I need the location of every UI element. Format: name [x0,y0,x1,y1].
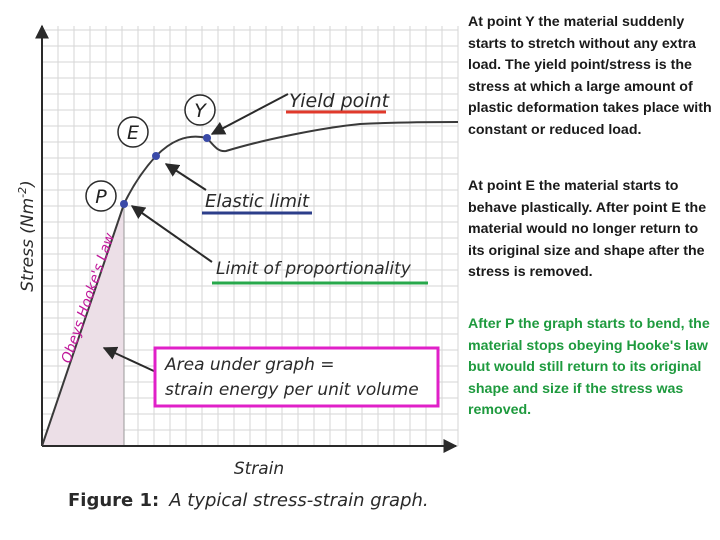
stress-strain-diagram: E Y P Yield point Elastic limit Limit of… [16,24,459,511]
area-callout-line1: Area under graph = [164,355,335,375]
figure-caption: Figure 1: A typical stress-strain graph. [68,490,429,511]
elastic-limit-note: At point E the material starts to behave… [468,178,707,281]
point-y-marker [203,134,211,142]
area-callout-box [153,346,440,408]
point-p-marker [120,200,128,208]
point-e-circle [117,116,149,148]
yield-point-note: At point Y the material suddenly starts … [468,14,712,138]
point-p-label: P [95,186,107,208]
yield-point-arrow [210,93,289,135]
point-e-label: E [127,122,139,144]
proportionality-note: After P the graph starts to bend, the ma… [468,316,710,419]
area-arrow [102,346,157,373]
area-callout-line2: strain energy per unit volume [165,380,419,400]
limit-of-proportionality-callout: Limit of proportionality [216,259,412,279]
elastic-limit-arrow [164,163,207,191]
figure-caption-bold: Figure 1: [68,490,159,511]
yield-point-callout: Yield point [289,90,391,112]
y-axis-label-exponent: -2 [16,187,29,198]
point-y-circle [184,94,216,126]
y-axis-label: Stress (Nm-2) [16,180,38,292]
x-axis-label: Strain [234,459,284,479]
y-axis-label-close: ) [18,180,38,189]
proportionality-arrow [130,205,213,263]
y-axis-label-main: Stress (Nm [18,198,38,292]
elastic-limit-callout: Elastic limit [205,191,310,212]
point-p-circle [85,180,117,212]
figure-caption-text: A typical stress-strain graph. [168,490,428,511]
point-e-marker [152,152,160,160]
point-y-label: Y [194,100,207,122]
